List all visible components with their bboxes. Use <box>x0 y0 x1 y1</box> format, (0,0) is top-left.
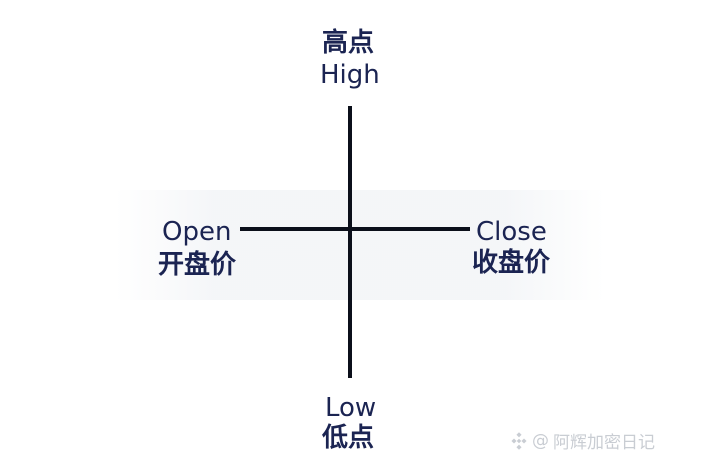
high-label-en: High <box>320 60 380 90</box>
background-watermark <box>115 190 605 300</box>
high-low-line <box>348 106 352 378</box>
close-label-en: Close <box>476 217 547 247</box>
close-label-cn: 收盘价 <box>472 248 551 278</box>
binance-logo-icon <box>511 431 527 450</box>
account-watermark: @ 阿辉加密日记 <box>510 428 655 453</box>
open-label-cn: 开盘价 <box>158 250 237 280</box>
low-label-cn: 低点 <box>322 423 375 453</box>
open-label-en: Open <box>162 217 232 247</box>
low-label-en: Low <box>325 393 377 423</box>
high-label-cn: 高点 <box>322 28 375 58</box>
account-name: 阿辉加密日记 <box>553 433 655 453</box>
at-symbol: @ <box>532 430 549 451</box>
open-close-line <box>240 227 470 231</box>
